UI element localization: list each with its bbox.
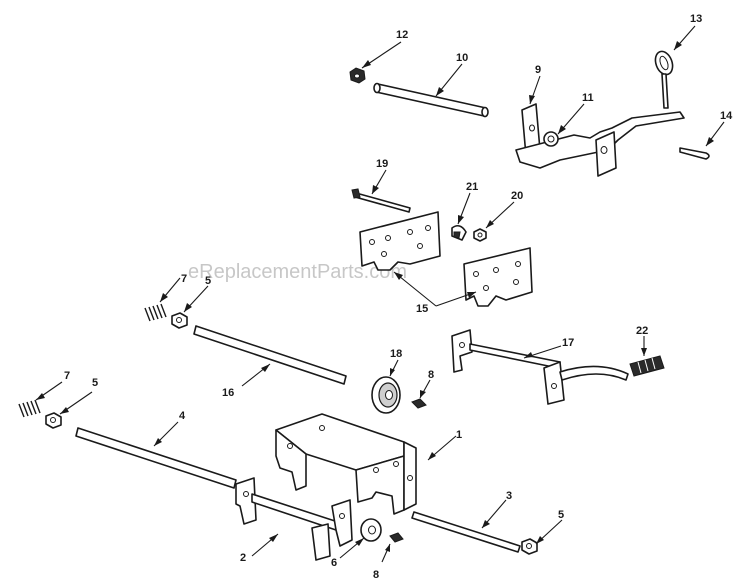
svg-text:6: 6: [331, 557, 337, 569]
svg-text:10: 10: [456, 52, 468, 64]
callout-22: 22: [636, 325, 648, 356]
svg-text:3: 3: [506, 490, 512, 502]
part-2-lower-lever: [235, 477, 353, 561]
callout-9: 9: [529, 64, 541, 105]
svg-text:5: 5: [558, 509, 564, 521]
svg-text:11: 11: [582, 92, 594, 104]
part-21-clip: [451, 224, 467, 241]
callout-19: 19: [371, 158, 388, 195]
part-15-plate-right: [463, 247, 533, 307]
watermark: eReplacementParts.com: [188, 261, 407, 283]
callout-5-lower: 5: [59, 377, 98, 415]
callout-10: 10: [435, 52, 468, 97]
callout-8-upper: 8: [419, 369, 434, 399]
part-16-shaft: [193, 325, 347, 385]
part-17-lever: [451, 329, 629, 405]
part-5-collar-lower: [45, 412, 62, 429]
callout-6: 6: [331, 537, 365, 569]
svg-text:13: 13: [690, 13, 702, 25]
callout-4: 4: [153, 410, 186, 447]
callout-7-upper: 7: [159, 273, 187, 303]
callout-17: 17: [523, 337, 574, 359]
svg-text:2: 2: [240, 552, 246, 564]
callout-21: 21: [457, 181, 478, 225]
part-15-plate-left: [359, 211, 441, 271]
part-7-spring-lower: [18, 399, 41, 418]
part-19-bolt: [351, 188, 411, 213]
callout-20: 20: [485, 190, 523, 229]
svg-text:17: 17: [562, 337, 574, 349]
svg-text:8: 8: [428, 369, 434, 381]
callout-5-right: 5: [535, 509, 564, 545]
callout-16: 16: [222, 363, 271, 399]
part-8-key-lower: [389, 532, 404, 543]
part-7-spring-upper: [144, 303, 167, 322]
part-14-cotter-pin: [679, 147, 710, 160]
part-6-washer: [360, 518, 382, 542]
part-10-shaft: [373, 82, 489, 118]
svg-text:8: 8: [373, 569, 379, 581]
callout-12: 12: [361, 29, 408, 69]
svg-text:4: 4: [179, 410, 186, 422]
part-3-rod: [411, 511, 521, 553]
callout-8-lower: 8: [373, 543, 391, 581]
svg-text:7: 7: [181, 273, 187, 285]
svg-text:1: 1: [456, 429, 462, 441]
callout-18: 18: [389, 348, 402, 377]
part-8-key-upper: [411, 398, 427, 409]
part-11-bushing: [543, 131, 559, 147]
part-18-pulley: [371, 376, 401, 414]
svg-text:7: 7: [64, 370, 70, 382]
callout-11: 11: [557, 92, 594, 135]
svg-text:5: 5: [205, 275, 211, 287]
svg-text:12: 12: [396, 29, 408, 41]
callout-3: 3: [481, 490, 512, 529]
svg-text:5: 5: [92, 377, 98, 389]
svg-text:16: 16: [222, 387, 234, 399]
svg-text:15: 15: [416, 303, 428, 315]
svg-text:14: 14: [720, 110, 733, 122]
part-12-nut: [349, 67, 366, 84]
svg-text:21: 21: [466, 181, 478, 193]
callout-15: 15: [393, 271, 477, 315]
part-9-lever-bracket: [515, 103, 685, 177]
part-1-bracket: [275, 413, 417, 515]
svg-text:19: 19: [376, 158, 388, 170]
svg-text:20: 20: [511, 190, 523, 202]
callout-1: 1: [427, 429, 462, 461]
callout-2: 2: [240, 533, 279, 564]
callout-14: 14: [705, 110, 733, 147]
part-22-grip: [629, 355, 665, 377]
part-13-eye-bolt: [654, 50, 674, 109]
part-5-collar-upper: [171, 312, 188, 329]
callout-7-lower: 7: [35, 370, 70, 401]
svg-text:22: 22: [636, 325, 648, 337]
part-20-nut: [473, 228, 487, 242]
part-5-collar-right: [521, 538, 538, 555]
part-4-shaft: [75, 427, 237, 489]
callout-5-upper: 5: [183, 275, 211, 313]
svg-text:18: 18: [390, 348, 402, 360]
callout-13: 13: [673, 13, 702, 51]
svg-text:9: 9: [535, 64, 541, 76]
